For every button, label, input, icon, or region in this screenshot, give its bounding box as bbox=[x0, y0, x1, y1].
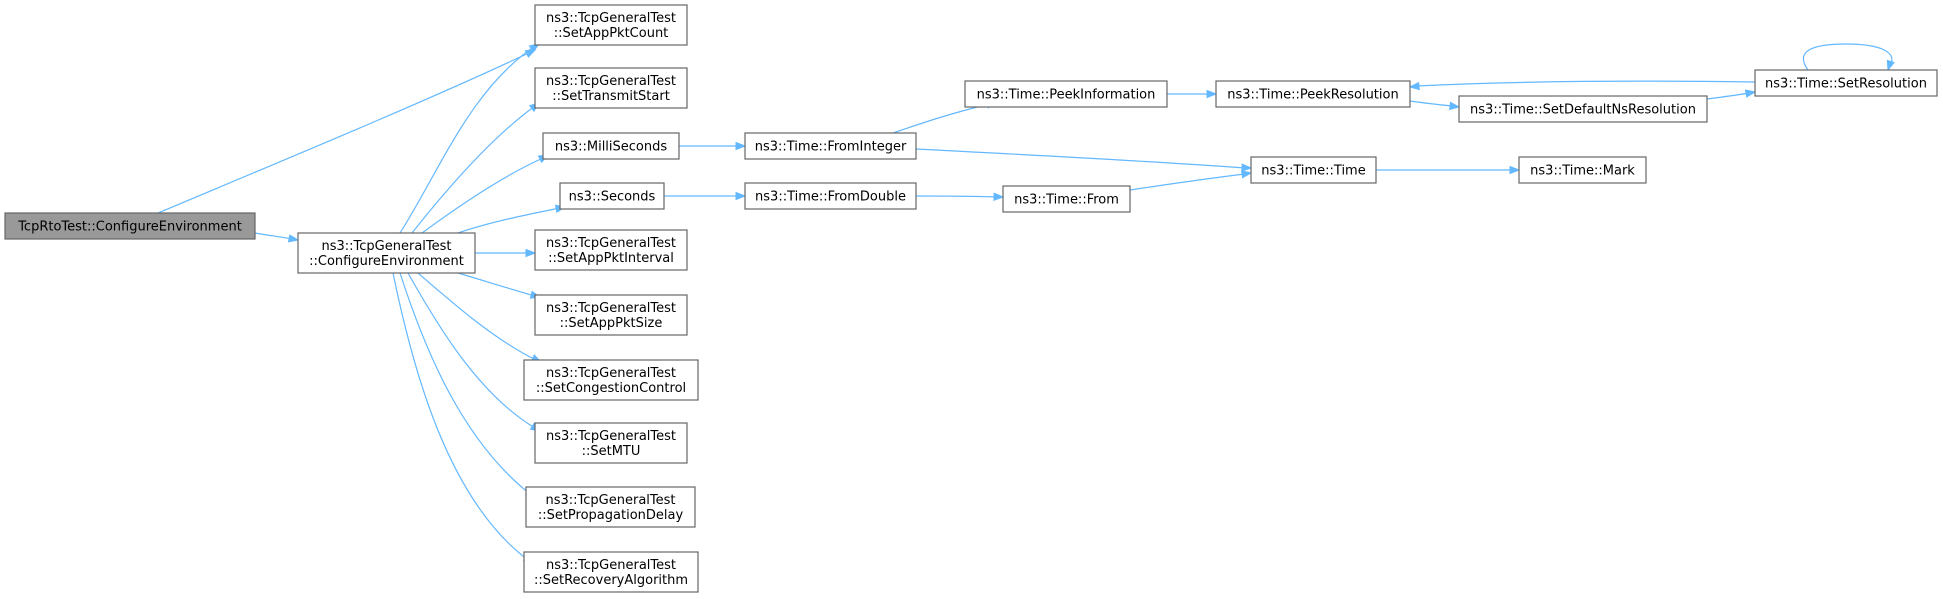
node-label: ns3::Time::FromDouble bbox=[755, 190, 906, 205]
edge-gt-config-to-set-pkt-count bbox=[399, 43, 541, 234]
node-box bbox=[1518, 156, 1647, 184]
node-set-pkt-count[interactable]: ns3::TcpGeneralTest::SetAppPktCount bbox=[534, 4, 688, 46]
node-label: ns3::MilliSeconds bbox=[555, 140, 668, 155]
edge-root-to-set-pkt-count bbox=[157, 49, 537, 214]
node-label: ::SetAppPktInterval bbox=[548, 251, 674, 266]
node-label: ns3::Time::From bbox=[1014, 193, 1119, 208]
edge-peek-information-to-peek-resolution bbox=[1167, 89, 1218, 99]
node-box bbox=[534, 4, 688, 46]
node-milliseconds[interactable]: ns3::MilliSeconds bbox=[542, 132, 680, 160]
node-label: ::SetAppPktCount bbox=[554, 26, 669, 41]
node-label: ns3::Time::Mark bbox=[1530, 164, 1635, 179]
edge-milliseconds-to-from-integer bbox=[679, 141, 747, 151]
node-label: ::SetTransmitStart bbox=[552, 89, 670, 104]
node-seconds[interactable]: ns3::Seconds bbox=[559, 182, 665, 210]
edge-set-resolution-to-set-resolution bbox=[1802, 43, 1895, 72]
node-box bbox=[744, 132, 917, 160]
node-label: ns3::TcpGeneralTest bbox=[546, 11, 676, 26]
node-box bbox=[559, 182, 665, 210]
node-set-prop-delay[interactable]: ns3::TcpGeneralTest::SetPropagationDelay bbox=[525, 486, 696, 528]
node-label: ::SetPropagationDelay bbox=[538, 508, 684, 523]
node-label: ns3::TcpGeneralTest bbox=[546, 236, 676, 251]
node-box bbox=[534, 294, 688, 336]
node-box bbox=[964, 80, 1168, 108]
node-from-double[interactable]: ns3::Time::FromDouble bbox=[744, 182, 917, 210]
node-label: ns3::Time::PeekInformation bbox=[977, 88, 1156, 103]
node-box bbox=[744, 182, 917, 210]
node-label: ns3::TcpGeneralTest bbox=[545, 493, 675, 508]
node-box bbox=[523, 551, 699, 593]
edge-from-to-time-time bbox=[1129, 170, 1253, 191]
node-label: ::SetCongestionControl bbox=[536, 381, 686, 396]
edge-root-to-gt-config bbox=[254, 232, 300, 243]
node-label: ::SetAppPktSize bbox=[560, 316, 663, 331]
node-box bbox=[1754, 69, 1938, 97]
node-box bbox=[4, 212, 256, 240]
node-label: ns3::TcpGeneralTest bbox=[546, 366, 676, 381]
node-box bbox=[525, 486, 696, 528]
node-label: ns3::Time::Time bbox=[1261, 164, 1365, 179]
node-label: ::ConfigureEnvironment bbox=[309, 254, 464, 269]
edge-gt-config-to-set-prop-delay bbox=[399, 272, 537, 498]
node-box bbox=[534, 67, 688, 109]
edge-gt-config-to-set-congestion bbox=[417, 272, 543, 363]
node-from[interactable]: ns3::Time::From bbox=[1002, 185, 1131, 213]
node-label: ::SetMTU bbox=[582, 444, 641, 459]
node-label: ::SetRecoveryAlgorithm bbox=[534, 573, 688, 588]
node-gt-config[interactable]: ns3::TcpGeneralTest::ConfigureEnvironmen… bbox=[297, 232, 476, 274]
node-box bbox=[1458, 95, 1708, 123]
node-label: ns3::Time::SetDefaultNsResolution bbox=[1470, 103, 1696, 118]
node-box bbox=[534, 229, 688, 271]
node-peek-resolution[interactable]: ns3::Time::PeekResolution bbox=[1215, 80, 1411, 108]
edge-gt-config-to-set-recovery bbox=[392, 272, 535, 564]
node-label: ns3::TcpGeneralTest bbox=[321, 239, 451, 254]
edge-set-resolution-to-peek-resolution bbox=[1408, 80, 1756, 91]
node-label: ns3::Time::PeekResolution bbox=[1227, 88, 1398, 103]
node-label: ns3::TcpGeneralTest bbox=[546, 558, 676, 573]
node-root: TcpRtoTest::ConfigureEnvironment bbox=[4, 212, 256, 240]
node-set-pkt-interval[interactable]: ns3::TcpGeneralTest::SetAppPktInterval bbox=[534, 229, 688, 271]
node-box bbox=[297, 232, 476, 274]
node-label: ns3::Time::FromInteger bbox=[755, 140, 907, 155]
node-label: ns3::Time::SetResolution bbox=[1765, 77, 1927, 92]
node-label: ns3::TcpGeneralTest bbox=[546, 301, 676, 316]
edge-seconds-to-from-double bbox=[664, 191, 747, 201]
edge-gt-config-to-set-pkt-size bbox=[457, 272, 542, 299]
node-label: ns3::TcpGeneralTest bbox=[546, 429, 676, 444]
edge-set-default-ns-to-set-resolution bbox=[1706, 89, 1757, 100]
node-set-transmit-start[interactable]: ns3::TcpGeneralTest::SetTransmitStart bbox=[534, 67, 688, 109]
node-set-congestion[interactable]: ns3::TcpGeneralTest::SetCongestionContro… bbox=[523, 359, 699, 401]
node-label: TcpRtoTest::ConfigureEnvironment bbox=[17, 220, 242, 235]
node-set-pkt-size[interactable]: ns3::TcpGeneralTest::SetAppPktSize bbox=[534, 294, 688, 336]
node-set-resolution[interactable]: ns3::Time::SetResolution bbox=[1754, 69, 1938, 97]
edge-gt-config-to-set-pkt-interval bbox=[475, 248, 537, 258]
edge-gt-config-to-milliseconds bbox=[421, 154, 550, 234]
node-box bbox=[542, 132, 680, 160]
edge-time-time-to-mark bbox=[1376, 165, 1521, 175]
edge-from-integer-to-time-time bbox=[915, 148, 1253, 172]
edge-from-double-to-from bbox=[915, 192, 1005, 202]
node-label: ns3::Seconds bbox=[569, 190, 656, 205]
node-box bbox=[534, 422, 688, 464]
node-set-recovery[interactable]: ns3::TcpGeneralTest::SetRecoveryAlgorith… bbox=[523, 551, 699, 593]
node-label: ns3::TcpGeneralTest bbox=[546, 74, 676, 89]
node-box bbox=[1250, 156, 1377, 184]
node-box bbox=[1215, 80, 1411, 108]
edge-gt-config-to-seconds bbox=[457, 204, 567, 234]
node-box bbox=[1002, 185, 1131, 213]
node-time-time[interactable]: ns3::Time::Time bbox=[1250, 156, 1377, 184]
edge-gt-config-to-set-transmit-start bbox=[411, 102, 541, 234]
node-set-default-ns[interactable]: ns3::Time::SetDefaultNsResolution bbox=[1458, 95, 1708, 123]
node-mark[interactable]: ns3::Time::Mark bbox=[1518, 156, 1647, 184]
node-peek-information[interactable]: ns3::Time::PeekInformation bbox=[964, 80, 1168, 108]
call-graph-nodes: TcpRtoTest::ConfigureEnvironmentns3::Tcp… bbox=[4, 4, 1938, 593]
node-box bbox=[523, 359, 699, 401]
edge-peek-resolution-to-set-default-ns bbox=[1409, 100, 1461, 111]
node-set-mtu[interactable]: ns3::TcpGeneralTest::SetMTU bbox=[534, 422, 688, 464]
node-from-integer[interactable]: ns3::Time::FromInteger bbox=[744, 132, 917, 160]
